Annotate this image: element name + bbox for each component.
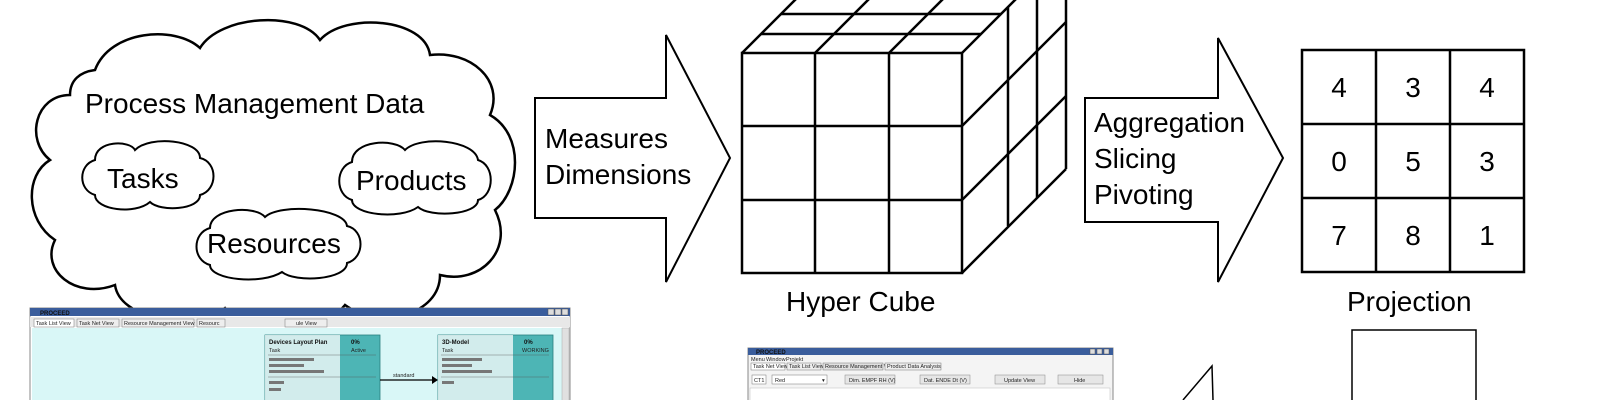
arrow1-line1: Measures: [545, 123, 668, 154]
measures-arrow: Measures Dimensions: [534, 34, 732, 283]
hide-button[interactable]: [1057, 374, 1104, 385]
right-minimize-button[interactable]: [1089, 348, 1096, 355]
products-cloud: Products: [338, 140, 492, 216]
task-b-type: Task: [442, 348, 454, 354]
tasks-label: Tasks: [107, 163, 179, 194]
task-b-state: WORKING: [522, 348, 549, 354]
right-tab-label: Task List View: [789, 364, 824, 370]
projection-cell: 5: [1405, 146, 1421, 177]
right-window-title: PROCEED: [756, 350, 786, 356]
projection-cell: 0: [1331, 146, 1347, 177]
right-tab-label: Resource Management View: [825, 364, 896, 370]
task-b-name: 3D-Model: [442, 340, 469, 346]
arrow1-line2: Dimensions: [545, 159, 691, 190]
right-app-screenshot: PROCEED Menu Window Projekt Task Net Vie…: [747, 347, 1114, 400]
left-tab-schedule[interactable]: [284, 318, 328, 328]
projection-cell: 8: [1405, 220, 1421, 251]
partial-arrow-tip: [1182, 364, 1214, 400]
left-close-button[interactable]: [561, 308, 569, 316]
right-cell-text: CT1: [754, 378, 764, 384]
left-tab-label: Resource Management View: [124, 321, 195, 327]
right-dropdown-value: Red: [775, 378, 785, 384]
arrow2-line2: Slicing: [1094, 143, 1176, 174]
right-content-area: [749, 387, 1111, 400]
right-button-label: Update View: [1004, 378, 1035, 384]
left-tab-task-list[interactable]: [33, 318, 75, 328]
projection-cell: 3: [1405, 72, 1421, 103]
task-a-pct: 0%: [351, 340, 360, 346]
projection-cell: 1: [1479, 220, 1495, 251]
right-button-label: Dim. EMPF RH (V): [849, 378, 896, 384]
cube-caption: Hyper Cube: [786, 286, 935, 317]
projection-cell: 7: [1331, 220, 1347, 251]
right-button-dat[interactable]: [919, 374, 971, 385]
right-button-dim[interactable]: [844, 374, 896, 385]
left-tab-resource-mgmt[interactable]: [121, 318, 195, 328]
right-menu-item[interactable]: Window: [766, 357, 786, 363]
right-cell-label: [751, 374, 767, 385]
right-tab-task-list[interactable]: [786, 362, 822, 371]
task-a-state: Active: [351, 348, 366, 354]
cloud-title: Process Management Data: [85, 88, 425, 119]
left-tab-label: Task Net View: [79, 321, 114, 327]
projection-cell: 3: [1479, 146, 1495, 177]
task-card-3d-model[interactable]: 3D-Model 0% Task WORKING: [437, 334, 554, 400]
right-window-titlebar: [748, 348, 1113, 355]
task-a-type: Task: [269, 348, 281, 354]
resources-cloud: Resources: [195, 207, 362, 281]
projection-cell: 4: [1331, 72, 1347, 103]
left-tab-label: Resourc: [199, 321, 220, 327]
products-label: Products: [356, 165, 467, 196]
right-button-label: Dat. ENDE Dt (V): [924, 378, 967, 384]
connector-label: standard: [393, 373, 414, 379]
left-app-screenshot: PROCEED Task List View Task Net View Res…: [29, 307, 571, 400]
aggregation-arrow: Aggregation Slicing Pivoting: [1084, 37, 1285, 283]
right-menu-item[interactable]: Projekt: [786, 357, 804, 363]
left-scrollbar[interactable]: [561, 327, 570, 400]
left-tab-resource[interactable]: [196, 318, 226, 328]
task-b-pct: 0%: [524, 340, 533, 346]
process-data-cloud: Process Management Data Tasks Products R…: [30, 18, 517, 330]
hyper-cube: [740, 0, 1068, 275]
left-tab-label: ule View: [296, 321, 317, 327]
right-menu-item[interactable]: Menu: [751, 357, 765, 363]
arrow2-line3: Pivoting: [1094, 179, 1194, 210]
projection-next-box: [1351, 329, 1477, 400]
right-close-button[interactable]: [1103, 348, 1110, 355]
right-button-label: Hide: [1074, 378, 1085, 384]
right-tab-label: Task Net View: [753, 364, 788, 370]
cloud-outline: [30, 18, 517, 330]
resources-label: Resources: [207, 228, 341, 259]
task-a-name: Devices Layout Plan: [269, 340, 328, 346]
task-card-devices-layout[interactable]: Devices Layout Plan 0% Task Active: [264, 334, 381, 400]
left-maximize-button[interactable]: [554, 308, 562, 316]
projection-grid: 4 3 4 0 5 3 7 8 1: [1300, 48, 1526, 274]
update-view-button[interactable]: [994, 374, 1046, 385]
left-minimize-button[interactable]: [547, 308, 555, 316]
right-dropdown[interactable]: [771, 374, 828, 385]
right-tab-task-net[interactable]: [750, 362, 786, 371]
left-window-title: PROCEED: [40, 311, 70, 317]
right-maximize-button[interactable]: [1096, 348, 1103, 355]
left-tab-label: Task List View: [36, 321, 71, 327]
tasks-cloud: Tasks: [81, 140, 215, 211]
right-tab-resource-mgmt[interactable]: [822, 362, 884, 371]
chevron-down-icon: ▾: [822, 378, 825, 384]
projection-cell: 4: [1479, 72, 1495, 103]
left-tab-task-net[interactable]: [76, 318, 120, 328]
right-tab-label: Product Data Analysis: [887, 364, 941, 370]
connector-arrowhead: [432, 376, 438, 384]
right-tab-product-data[interactable]: [884, 362, 942, 371]
arrow2-line1: Aggregation: [1094, 107, 1245, 138]
left-window-titlebar: [30, 308, 570, 316]
projection-caption: Projection: [1347, 286, 1472, 317]
